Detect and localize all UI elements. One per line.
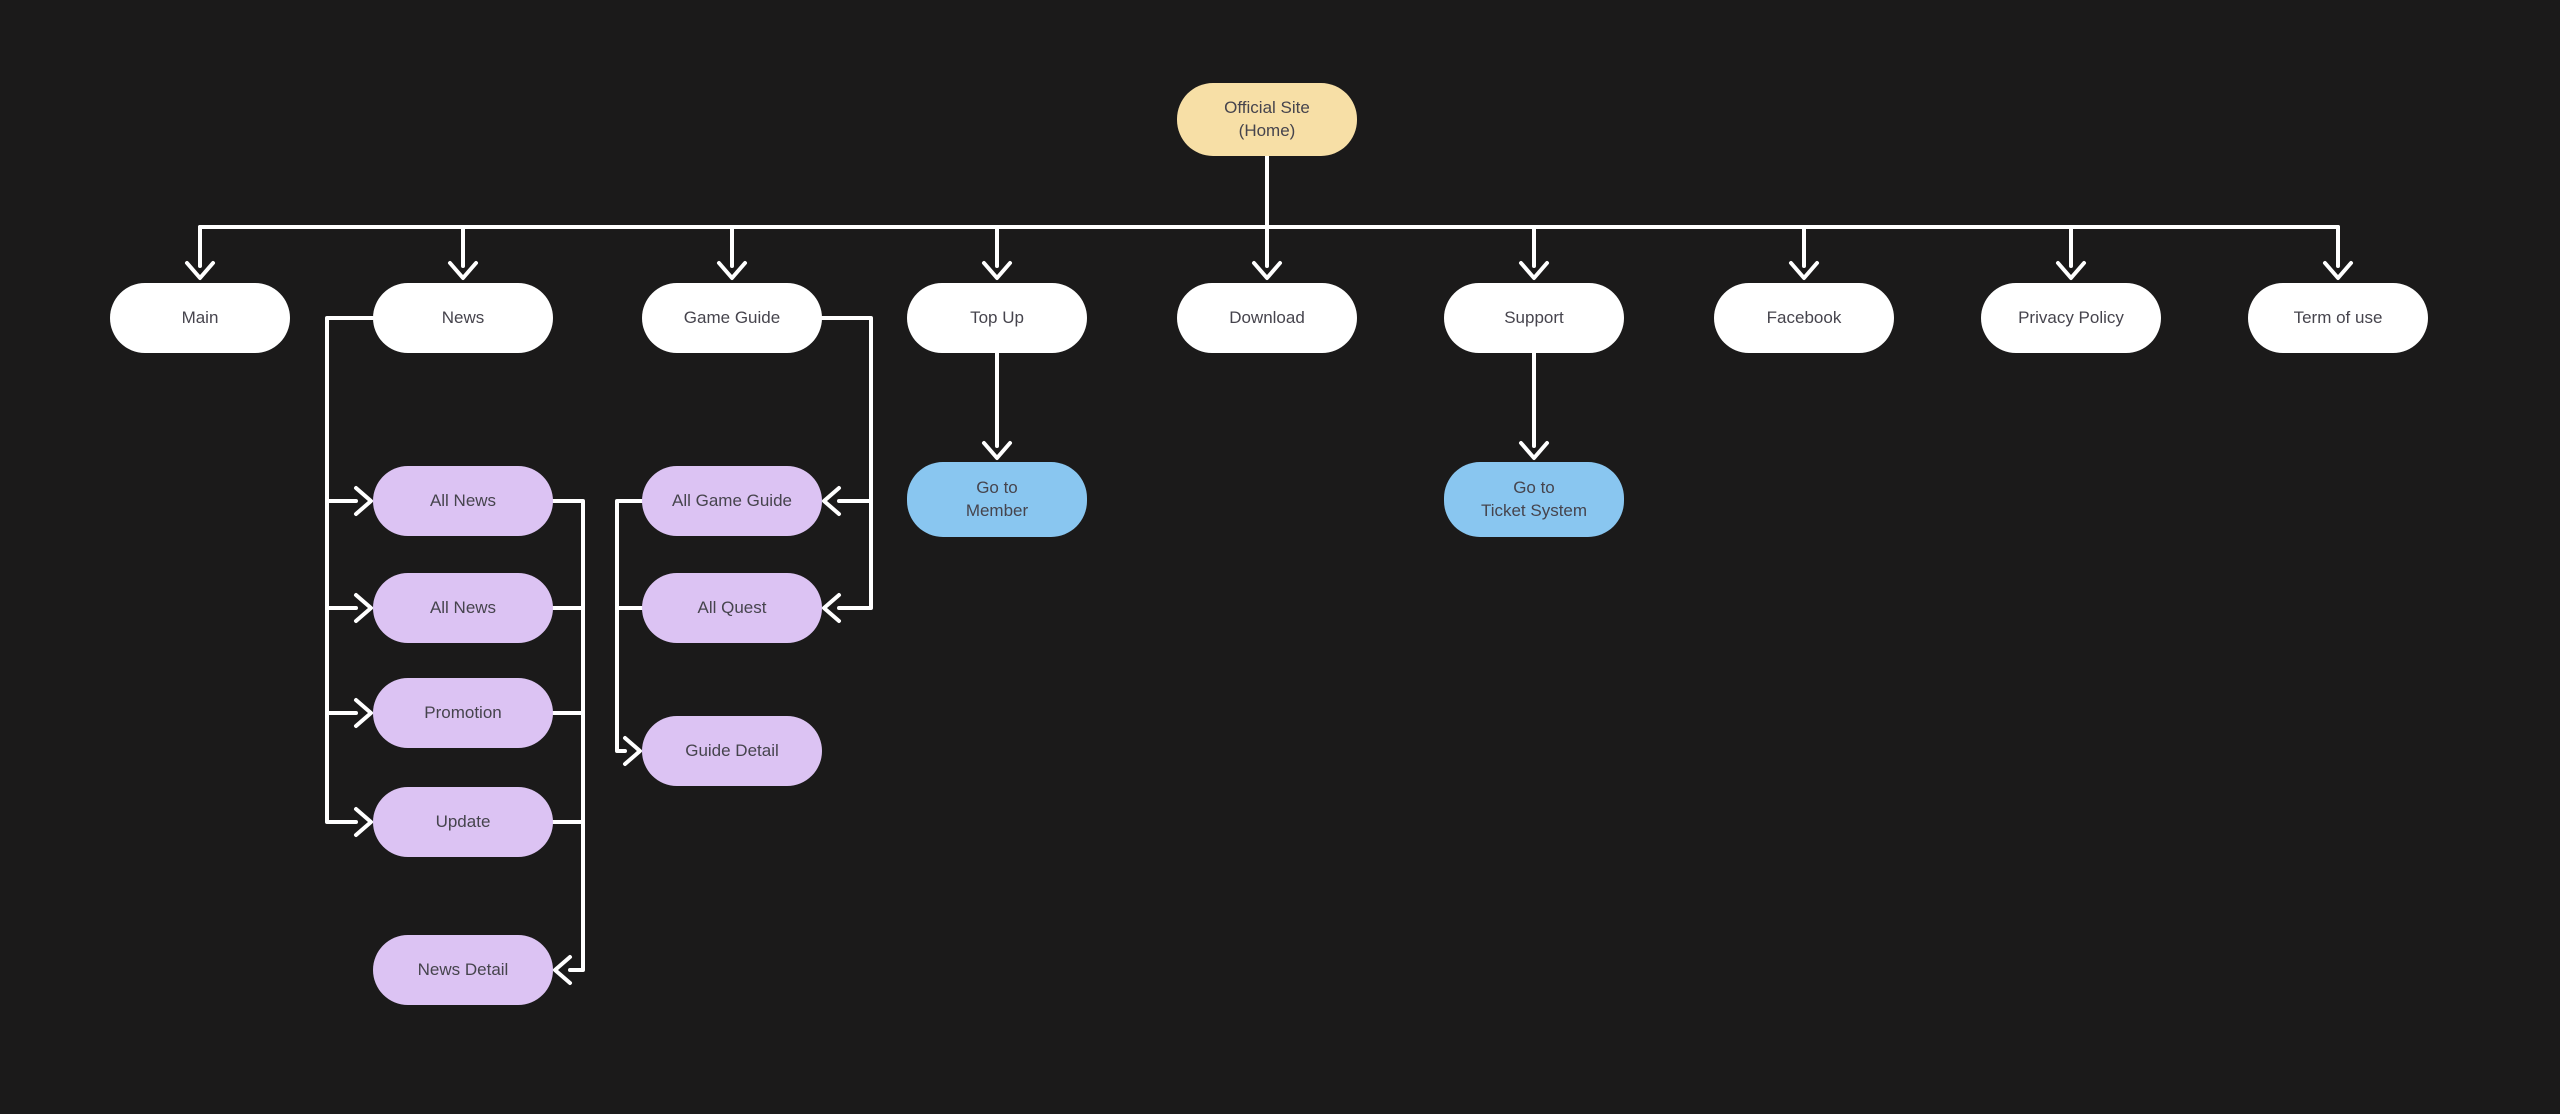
connector-topup-to-member [982, 351, 1012, 460]
node-update: Update [373, 787, 553, 857]
node-news: News [373, 283, 553, 353]
connector-gameguide-left-collector [615, 499, 644, 766]
node-guide-detail: Guide Detail [642, 716, 822, 786]
node-download: Download [1177, 283, 1357, 353]
node-term-of-use: Term of use [2248, 283, 2428, 353]
node-support: Support [1444, 283, 1624, 353]
connector-bar-to-pages [185, 225, 2353, 280]
node-news-detail: News Detail [373, 935, 553, 1005]
node-main: Main [110, 283, 290, 353]
node-all-news-1: All News [373, 466, 553, 536]
node-privacy-policy: Privacy Policy [1981, 283, 2161, 353]
node-all-quest: All Quest [642, 573, 822, 643]
connector-news-left-branch [325, 316, 375, 837]
connector-gameguide-right-branch [820, 316, 873, 623]
connector-news-right-collector [551, 499, 585, 985]
node-go-to-member: Go to Member [907, 462, 1087, 537]
node-promotion: Promotion [373, 678, 553, 748]
node-all-game-guide: All Game Guide [642, 466, 822, 536]
connector-root-to-download [1252, 154, 1282, 280]
connector-support-to-ticket [1519, 351, 1549, 460]
node-facebook: Facebook [1714, 283, 1894, 353]
node-go-to-ticket-system: Go to Ticket System [1444, 462, 1624, 537]
node-all-news-2: All News [373, 573, 553, 643]
node-top-up: Top Up [907, 283, 1087, 353]
node-official-site-home: Official Site (Home) [1177, 83, 1357, 156]
node-game-guide: Game Guide [642, 283, 822, 353]
